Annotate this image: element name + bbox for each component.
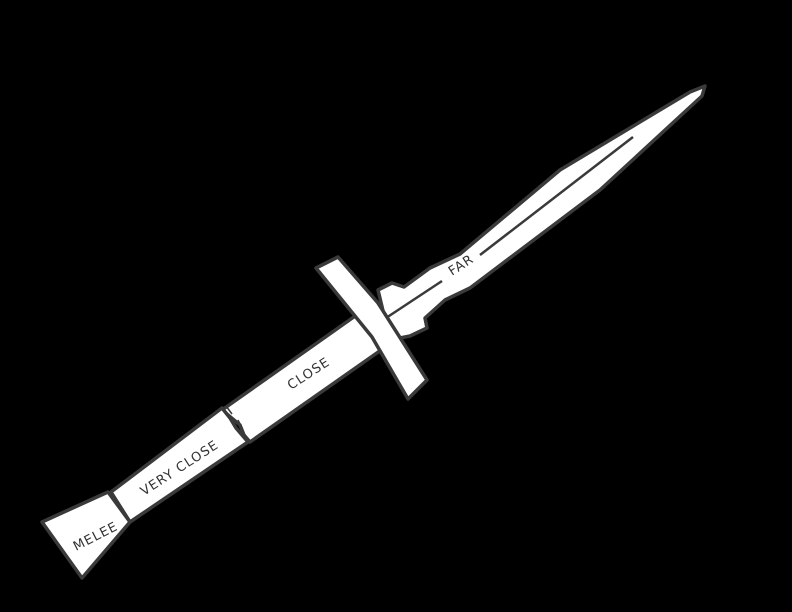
dagger-crossguard — [314, 255, 429, 401]
dagger-pommel — [40, 490, 132, 580]
blade-fuller — [479, 136, 634, 256]
blade-fuller — [385, 279, 443, 320]
grip-notch — [225, 405, 247, 441]
dagger-blade — [376, 84, 707, 342]
